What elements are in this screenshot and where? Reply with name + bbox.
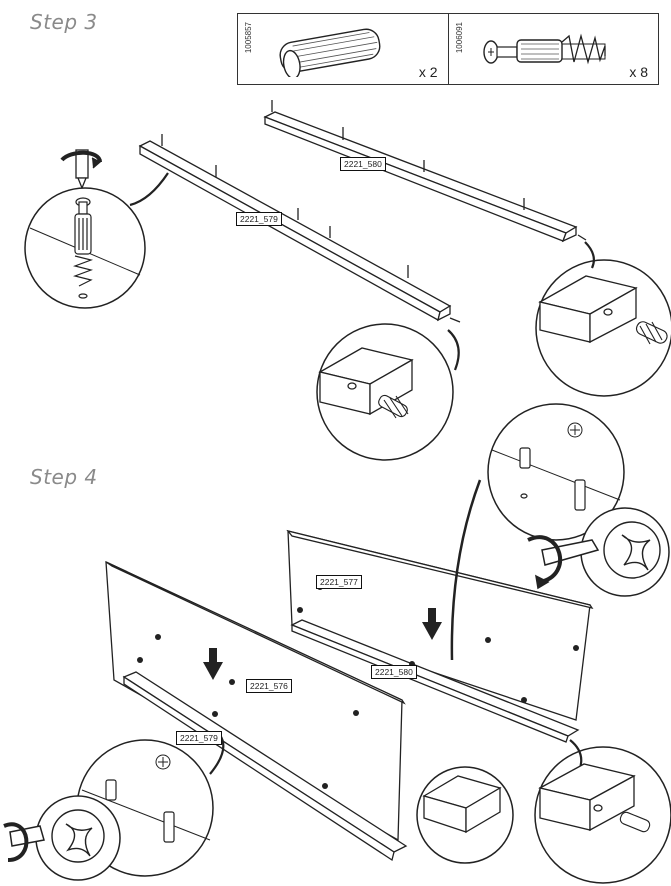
panel-2221-576: [105, 560, 406, 842]
cam-bolt-detail-icon: [519, 447, 586, 511]
screwdriver-rotate-icon: [3, 822, 45, 862]
parts-list: 1005857 x 2 1006091 x 8: [237, 13, 659, 85]
label-rail-580-step3: 2221_580: [340, 157, 386, 171]
cam-bolt-detail-icon: [72, 197, 94, 299]
dowel-detail-icon: [635, 321, 668, 345]
rail-end-block-icon: [422, 775, 502, 834]
step-3-title: Step 3: [30, 10, 98, 34]
part-cam-bolt: 1006091 x 8: [449, 14, 659, 84]
cam-bolt-icon: [482, 33, 606, 65]
dowel-detail-icon: [619, 811, 651, 833]
cam-lock-icon: [603, 521, 661, 579]
dowel-detail-icon: [378, 394, 409, 419]
rail-2221-579: [138, 140, 452, 322]
label-rail-579-step3: 2221_579: [236, 212, 282, 226]
part-qty: x 8: [629, 64, 648, 80]
label-rail-579-step4: 2221_579: [176, 731, 222, 745]
rail-end-block-icon: [538, 275, 638, 344]
arrow-down-icon: [203, 648, 223, 680]
cam-lock-icon: [51, 809, 105, 863]
rail-2221-579-bottom: [122, 671, 408, 862]
step-4-title: Step 4: [30, 465, 98, 489]
rail-2221-580: [263, 111, 578, 243]
label-panel-576: 2221_576: [246, 679, 292, 693]
screwdriver-icon: [60, 149, 102, 190]
label-panel-577: 2221_577: [316, 575, 362, 589]
label-rail-580-step4: 2221_580: [371, 665, 417, 679]
arrow-down-icon: [422, 608, 442, 640]
screwdriver-rotate-icon: [527, 535, 600, 590]
rail-2221-580-bottom: [290, 619, 580, 743]
rail-end-block-icon: [538, 763, 636, 832]
part-dowel: 1005857 x 2: [238, 14, 449, 84]
part-qty: x 2: [418, 64, 438, 80]
detail-circle-cam-a: [487, 403, 625, 541]
dowel-icon: [279, 28, 381, 77]
